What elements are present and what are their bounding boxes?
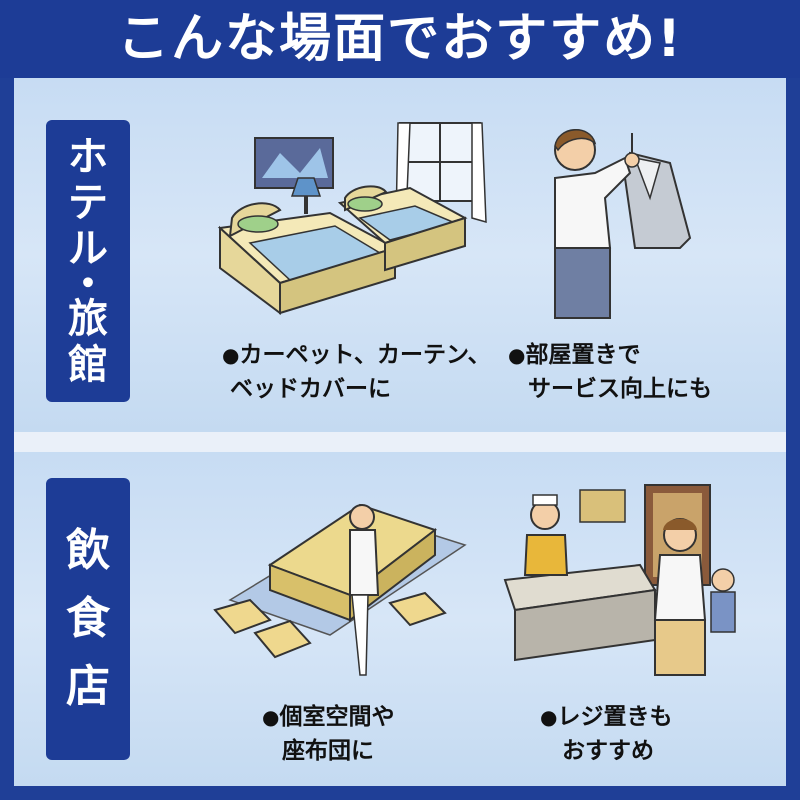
bullet-icon: ● — [540, 705, 558, 729]
label-char: 館 — [68, 342, 108, 388]
man-hanging-suit-illustration — [554, 129, 692, 319]
label-char: 食 — [66, 592, 110, 644]
label-char: 旅 — [68, 296, 108, 342]
caption-register: ●レジ置きも おすすめ — [540, 700, 672, 768]
label-char: ル — [68, 226, 108, 272]
caption-line: レジ置きも — [557, 704, 673, 730]
label-char: 飲 — [66, 524, 110, 576]
hotel-section-label: ホ テ ル ・ 旅 館 — [46, 120, 130, 402]
label-char: テ — [68, 180, 108, 226]
bullet-icon: ● — [222, 343, 240, 367]
restaurant-room-illustration — [213, 503, 467, 676]
caption-line: カーペット、カーテン、 — [239, 342, 491, 368]
caption-line: 個室空間や — [279, 704, 395, 730]
bullet-icon: ● — [262, 705, 280, 729]
label-char: ホ — [68, 134, 108, 180]
caption-line: 部屋置きで — [525, 342, 641, 368]
shop-register-illustration — [503, 484, 736, 676]
label-char: 店 — [66, 661, 110, 713]
caption-line: おすすめ — [562, 738, 654, 764]
hotel-beds-illustration — [217, 122, 487, 315]
caption-hotel-room: ●部屋置きで サービス向上にも — [508, 338, 712, 406]
page-title: こんな場面でおすすめ! — [0, 0, 800, 78]
restaurant-section-label: 飲 食 店 — [46, 478, 130, 760]
caption-restaurant-room: ●個室空間や 座布団に — [262, 700, 394, 768]
caption-line: ベッドカバーに — [230, 376, 391, 402]
caption-line: 座布団に — [282, 738, 374, 764]
caption-hotel-carpet: ●カーペット、カーテン、 ベッドカバーに — [222, 338, 491, 406]
label-char: ・ — [68, 261, 108, 307]
caption-line: サービス向上にも — [528, 376, 712, 402]
bullet-icon: ● — [508, 343, 526, 367]
section-divider — [14, 432, 786, 452]
